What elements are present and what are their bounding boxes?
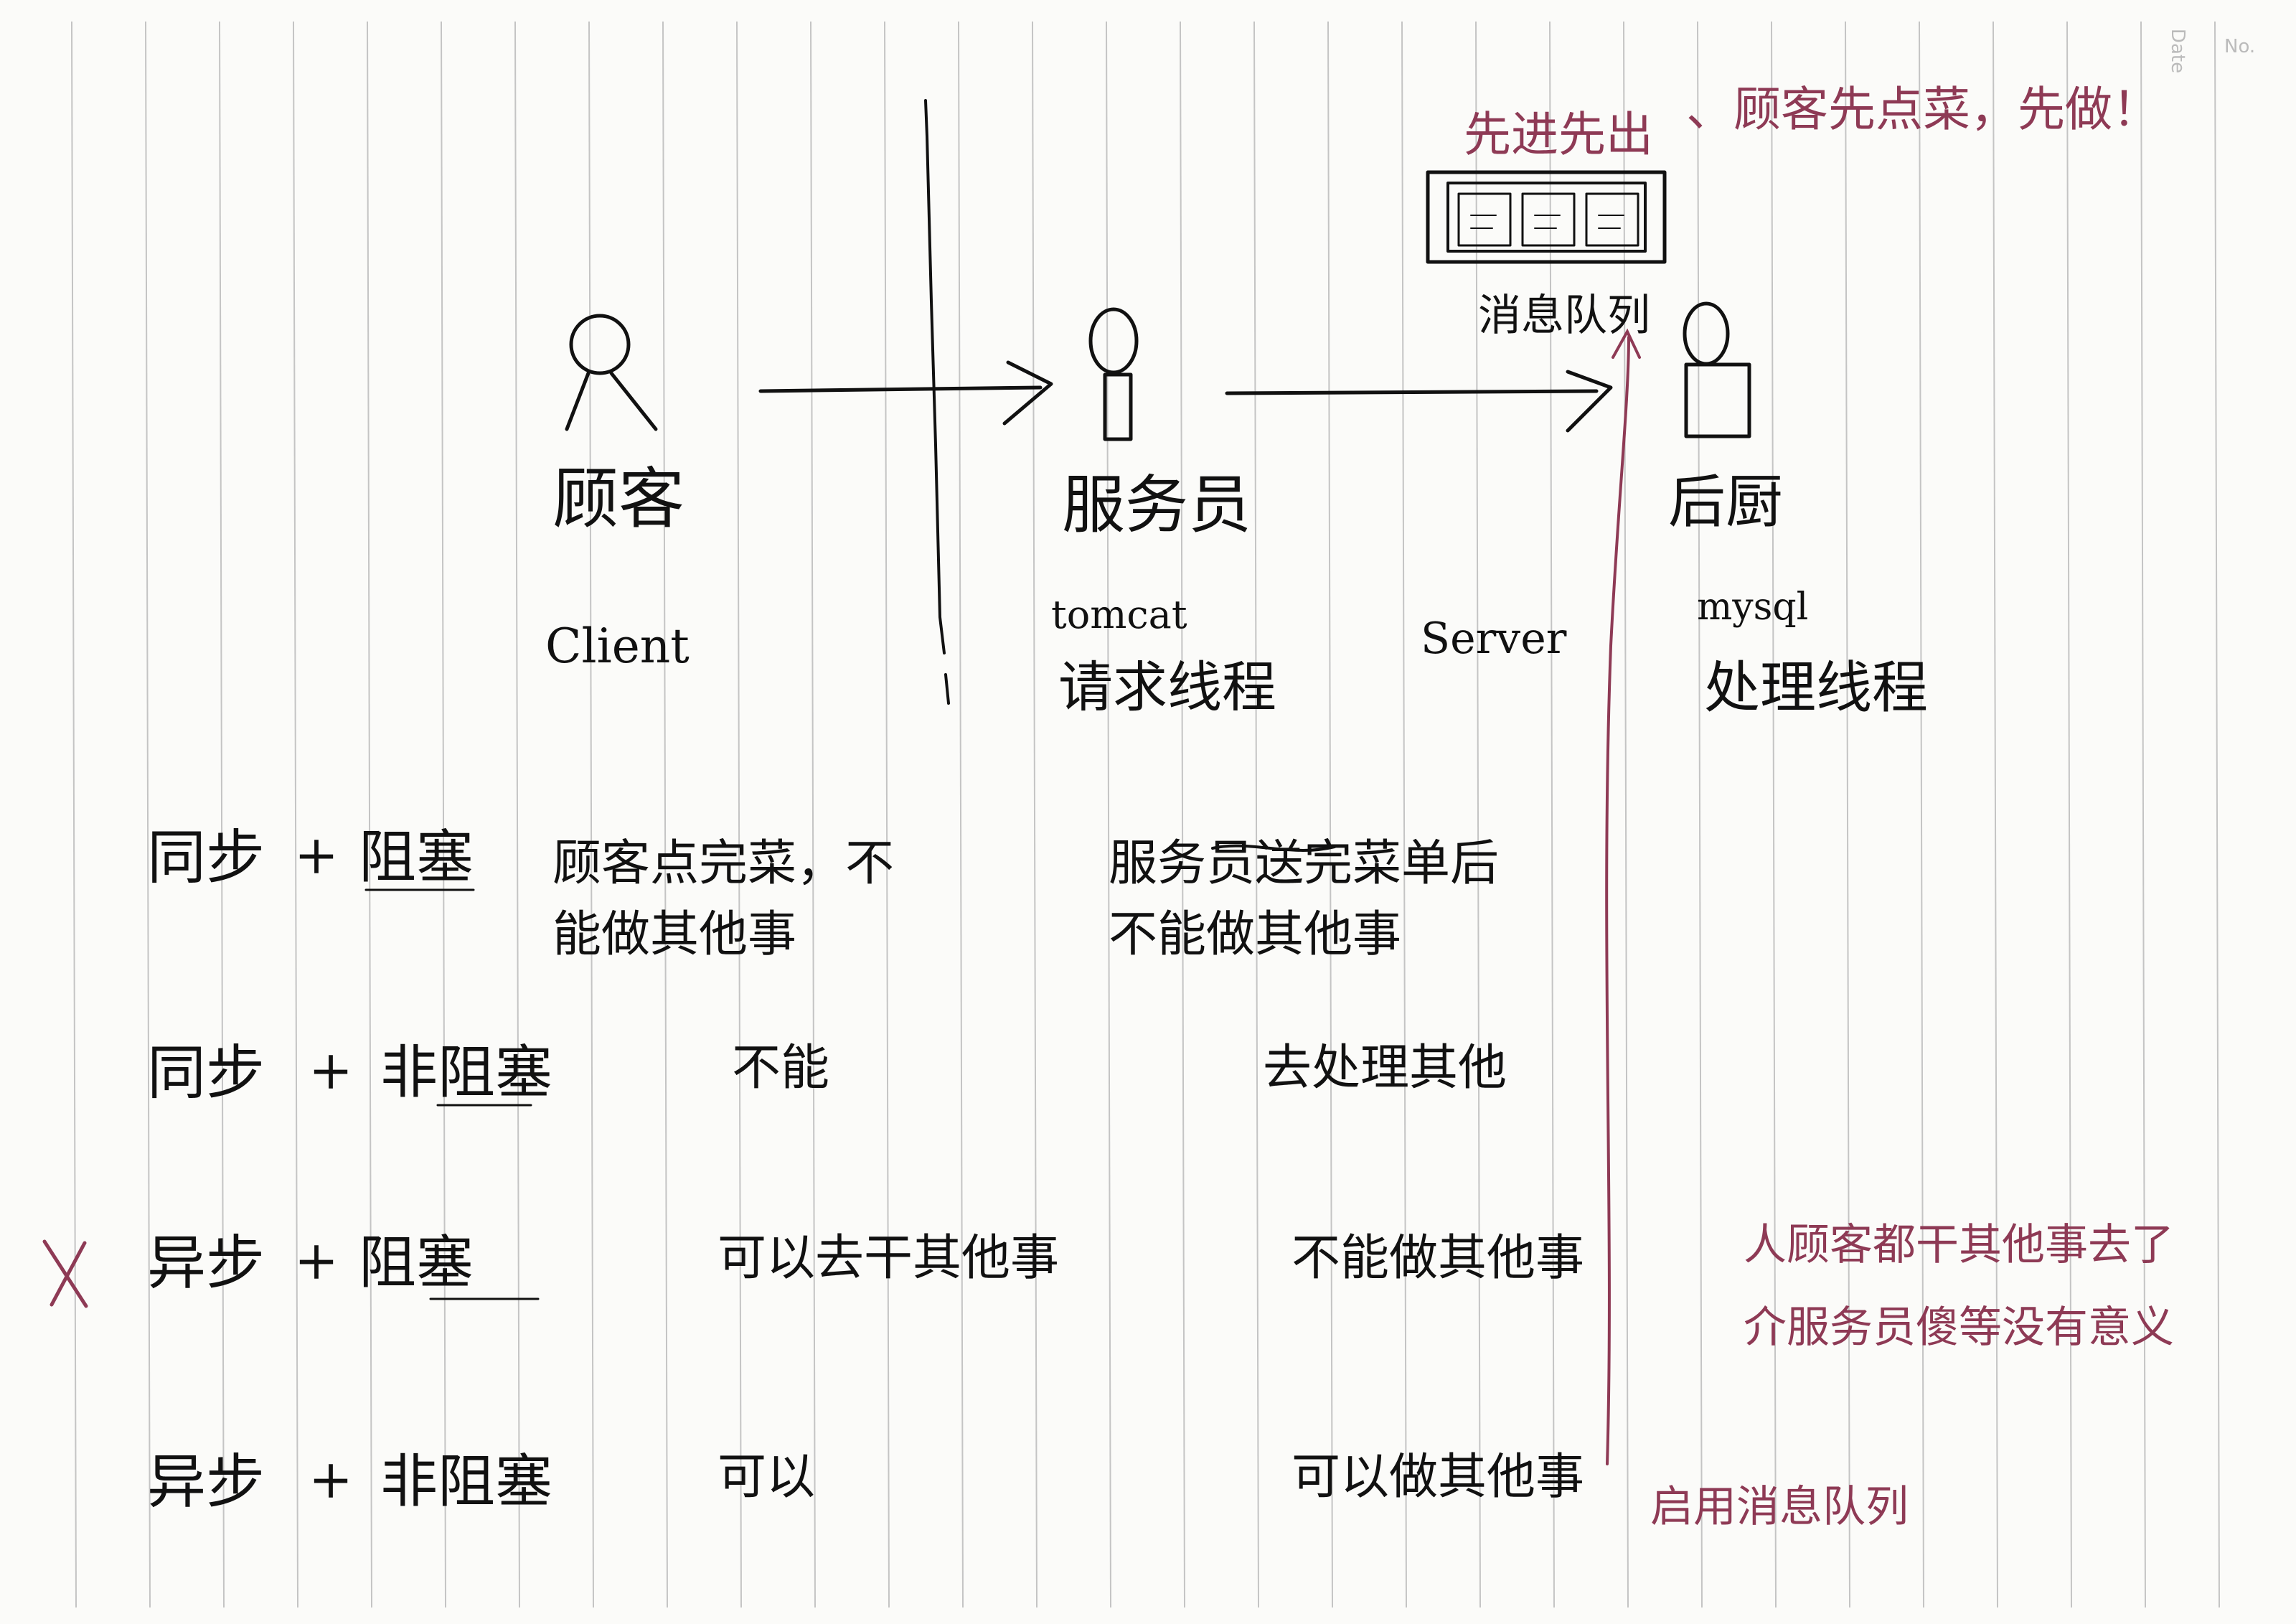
- rule-line: [1623, 21, 1629, 1608]
- blocking-label: 非阻塞: [380, 1039, 552, 1106]
- date-label: Date: [2167, 28, 2189, 74]
- rule-line: [1697, 21, 1703, 1608]
- queue-rule-note: 、顾客先点菜，先做！: [1686, 82, 2160, 137]
- process-thread-label: 处理线程: [1704, 656, 1929, 721]
- rule-line: [1919, 21, 1924, 1608]
- server-behavior: 去处理其他: [1263, 1040, 1507, 1097]
- mysql-label: mysql: [1697, 586, 1809, 629]
- page-number-label: No.: [2224, 36, 2256, 57]
- server-label: Server: [1421, 614, 1567, 664]
- mode-label: 同步: [147, 1039, 265, 1107]
- red-arrow-head: [1612, 328, 1641, 359]
- rule-line: [1475, 21, 1481, 1608]
- plus-sign: +: [294, 1230, 339, 1292]
- rule-line: [810, 21, 816, 1608]
- customer-figure: [565, 314, 658, 431]
- mode-label: 异步: [147, 1229, 265, 1297]
- rule-line: [1401, 21, 1407, 1608]
- blocking-label: 阻塞: [359, 824, 474, 891]
- rule-line: [1845, 21, 1850, 1608]
- async-block-note-2: 介服务员傻等没有意义: [1744, 1303, 2174, 1353]
- rule-line: [1253, 21, 1259, 1608]
- cross-mark-lines: [42, 1239, 88, 1308]
- client-behavior: 顾客点完菜，不能做其他事: [552, 835, 895, 963]
- rule-line: [71, 21, 77, 1608]
- client-behavior: 可以去干其他事: [718, 1230, 1060, 1287]
- plus-sign: +: [309, 1449, 354, 1511]
- rule-line: [736, 21, 742, 1608]
- rule-line: [1549, 21, 1555, 1608]
- chef-figure: [1683, 301, 1751, 438]
- rule-line: [1771, 21, 1777, 1608]
- role-waiter: 服务员: [1062, 468, 1252, 542]
- message-queue-box: [1426, 170, 1667, 264]
- async-block-note-1: 人顾客都干其他事去了: [1744, 1220, 2174, 1270]
- divider-line: [924, 99, 950, 705]
- rule-line: [588, 21, 594, 1608]
- blocking-label: 阻塞: [359, 1229, 474, 1296]
- rule-line: [2214, 21, 2220, 1608]
- rule-line: [958, 21, 964, 1608]
- rule-line: [1992, 21, 1998, 1608]
- rule-line: [1327, 21, 1333, 1608]
- server-behavior: 可以做其他事: [1292, 1449, 1585, 1506]
- rule-line: [1032, 21, 1038, 1608]
- mode-label: 异步: [147, 1448, 265, 1516]
- rule-line: [2066, 21, 2072, 1608]
- server-behavior: 服务员送完菜单后不能做其他事: [1109, 835, 1500, 963]
- rule-line: [293, 21, 298, 1608]
- red-arrow-line: [1605, 336, 1630, 1465]
- rule-line: [884, 21, 890, 1608]
- rule-line: [145, 21, 151, 1608]
- rule-line: [441, 21, 446, 1608]
- queue-label: 消息队列: [1478, 291, 1650, 341]
- plus-sign: +: [309, 1040, 354, 1102]
- waiter-figure: [1088, 307, 1139, 441]
- server-behavior: 不能做其他事: [1292, 1230, 1585, 1287]
- plus-sign: +: [294, 825, 339, 886]
- rule-line: [662, 21, 668, 1608]
- role-customer: 顾客: [552, 461, 685, 538]
- mode-label: 同步: [147, 824, 265, 892]
- blocking-label: 非阻塞: [380, 1448, 552, 1515]
- rule-line: [219, 21, 225, 1608]
- rule-line: [514, 21, 520, 1608]
- rule-line: [1106, 21, 1111, 1608]
- strikethrough-mark: [1211, 844, 1336, 852]
- client-behavior: 不能: [732, 1040, 830, 1097]
- rule-line: [367, 21, 372, 1608]
- arrow-client-to-waiter: [758, 360, 1053, 426]
- client-behavior: 可以: [718, 1449, 816, 1506]
- client-label: Client: [545, 619, 690, 674]
- message-queue-note: 启用消息队列: [1650, 1482, 1909, 1532]
- rule-line: [2140, 21, 2146, 1608]
- rule-line: [1180, 21, 1185, 1608]
- request-thread-label: 请求线程: [1058, 655, 1276, 719]
- tomcat-label: tomcat: [1051, 592, 1187, 637]
- role-kitchen: 后厨: [1668, 469, 1783, 535]
- arrow-waiter-to-queue: [1225, 370, 1613, 433]
- fifo-note: 先进先出: [1464, 107, 1653, 162]
